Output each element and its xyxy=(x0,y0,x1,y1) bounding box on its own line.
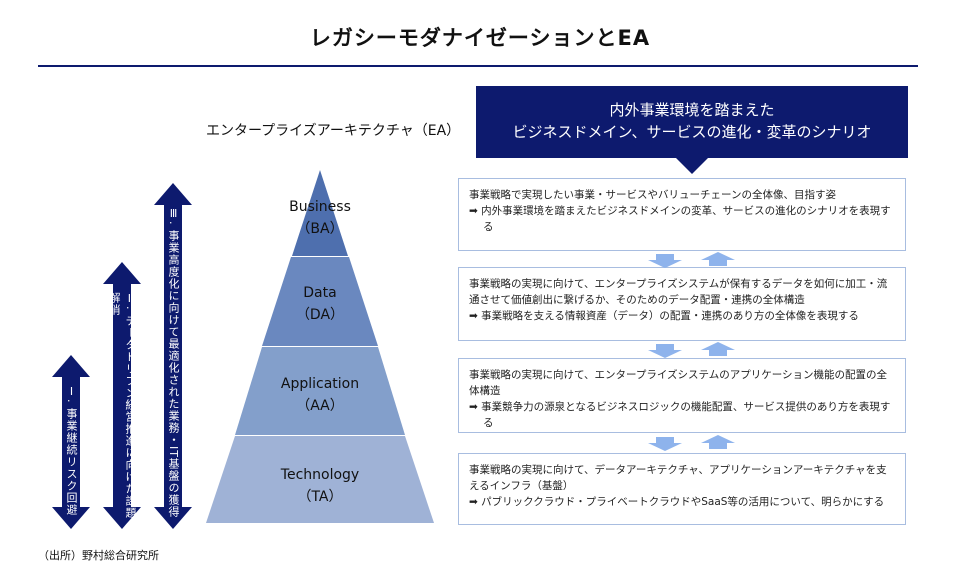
source-note: （出所）野村総合研究所 xyxy=(38,549,159,562)
up-arrow-icon xyxy=(701,252,735,266)
down-arrow-icon xyxy=(648,344,682,358)
layer-business: Business （BA） xyxy=(250,196,390,240)
layer-technology: Technology （TA） xyxy=(250,464,390,508)
box-text: 事業戦略で実現したい事業・サービスやバリューチェーンの全体像、目指す姿 xyxy=(469,189,836,201)
layer-abbr: （DA） xyxy=(295,307,345,323)
box-text: 事業戦略の実現に向けて、エンタープライズシステムが保有するデータを如何に加工・流… xyxy=(469,278,888,306)
description-box-business: 事業戦略で実現したい事業・サービスやバリューチェーンの全体像、目指す姿 ➡ 内外事… xyxy=(458,178,906,251)
up-arrow-icon xyxy=(701,435,735,449)
layer-name: Application xyxy=(280,376,360,392)
pyramid-layer-business xyxy=(292,170,348,256)
scenario-line1: 内外事業環境を踏まえた xyxy=(609,101,775,119)
scenario-banner: 内外事業環境を踏まえた ビジネスドメイン、サービスの進化・変革のシナリオ xyxy=(476,86,908,158)
down-arrow-icon xyxy=(648,254,682,268)
goal-label: Ⅲ. 事業高度化に向けて最適化された業務・IT基盤の獲得 xyxy=(167,207,180,518)
title-divider xyxy=(38,65,918,67)
goal-label: Ⅰ. 事業継続リスク回避 xyxy=(65,385,78,516)
double-arrow-icon xyxy=(52,355,90,529)
ea-label: エンタープライズアーキテクチャ（EA） xyxy=(206,123,461,139)
box-arrow-text: ➡ 内外事業環境を踏まえたビジネスドメインの変革、サービスの進化のシナリオを表現… xyxy=(469,205,891,233)
layer-abbr: （TA） xyxy=(297,489,343,505)
layer-application: Application （AA） xyxy=(250,373,390,417)
layer-abbr: （AA） xyxy=(296,398,344,414)
double-arrow-icon xyxy=(103,262,141,529)
goal-arrow-3: Ⅲ. 事業高度化に向けて最適化された業務・IT基盤の獲得 xyxy=(154,183,192,529)
goal-arrow-1: Ⅰ. 事業継続リスク回避 xyxy=(52,355,90,529)
box-arrow-text: ➡ 事業競争力の源泉となるビジネスロジックの機能配置、サービス提供のあり方を表現… xyxy=(469,401,891,429)
description-box-application: 事業戦略の実現に向けて、エンタープライズシステムのアプリケーション機能の配置の全… xyxy=(458,358,906,433)
pyramid-layer-application xyxy=(235,347,405,435)
layer-data: Data （DA） xyxy=(250,282,390,326)
goal-label: Ⅱ. データドリブン経営推進に向けた課題解消 xyxy=(108,292,137,519)
down-arrow-icon xyxy=(648,437,682,451)
box-text: 事業戦略の実現に向けて、エンタープライズシステムのアプリケーション機能の配置の全… xyxy=(469,369,888,397)
description-box-data: 事業戦略の実現に向けて、エンタープライズシステムが保有するデータを如何に加工・流… xyxy=(458,267,906,341)
layer-name: Business xyxy=(289,199,351,215)
double-arrow-icon xyxy=(154,183,192,529)
pyramid-layer-data xyxy=(262,257,378,346)
pyramid-layer-technology xyxy=(206,436,434,523)
description-box-technology: 事業戦略の実現に向けて、データアーキテクチャ、アプリケーションアーキテクチャを支… xyxy=(458,453,906,525)
box-text: 事業戦略の実現に向けて、データアーキテクチャ、アプリケーションアーキテクチャを支… xyxy=(469,464,887,492)
box-arrow-text: ➡ 事業戦略を支える情報資産（データ）の配置・連携のあり方の全体像を表現する xyxy=(469,310,859,322)
layer-abbr: （BA） xyxy=(296,221,344,237)
box-arrow-text: ➡ パブリッククラウド・プライベートクラウドやSaaS等の活用について、明らかに… xyxy=(469,496,885,508)
layer-name: Data xyxy=(303,285,337,301)
up-arrow-icon xyxy=(701,342,735,356)
layer-name: Technology xyxy=(280,467,360,483)
scenario-line2: ビジネスドメイン、サービスの進化・変革のシナリオ xyxy=(512,123,872,141)
page-title: レガシーモダナイゼーションとEA xyxy=(309,26,651,50)
down-arrow-icon xyxy=(675,157,709,174)
goal-arrow-2: Ⅱ. データドリブン経営推進に向けた課題解消 xyxy=(103,262,141,529)
